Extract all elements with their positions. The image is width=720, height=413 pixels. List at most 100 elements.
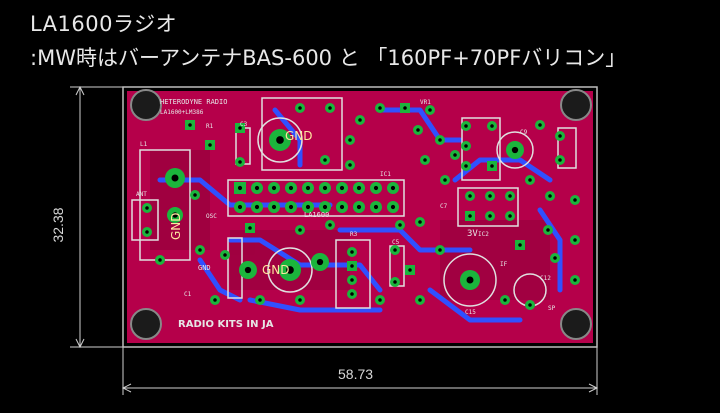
- drill-hole: [198, 248, 202, 252]
- drill-hole: [339, 185, 345, 191]
- drill-hole: [316, 258, 324, 266]
- drill-hole: [171, 174, 179, 182]
- drill-hole: [286, 266, 294, 274]
- drill-hole: [238, 126, 242, 130]
- drill-hole: [172, 212, 178, 218]
- drill-hole: [350, 278, 354, 282]
- drill-hole: [403, 106, 407, 110]
- drill-hole: [328, 106, 332, 110]
- part-label: ANT: [136, 191, 147, 198]
- drill-hole: [276, 136, 284, 144]
- drill-hole: [390, 185, 396, 191]
- drill-hole: [423, 158, 427, 162]
- drill-hole: [254, 185, 260, 191]
- drill-hole: [358, 118, 362, 122]
- part-label: VR1: [420, 99, 431, 106]
- drill-hole: [208, 143, 212, 147]
- drill-hole: [237, 185, 243, 191]
- drill-hole: [511, 146, 519, 154]
- drill-hole: [490, 164, 494, 168]
- drill-hole: [558, 134, 562, 138]
- part-label: R3: [350, 231, 358, 238]
- drill-hole: [193, 193, 197, 197]
- drill-hole: [558, 158, 562, 162]
- drill-hole: [271, 185, 277, 191]
- drill-hole: [356, 185, 362, 191]
- drill-hole: [223, 253, 227, 257]
- drill-hole: [438, 138, 442, 142]
- drill-hole: [238, 160, 242, 164]
- drill-hole: [518, 243, 522, 247]
- part-label: C7: [440, 203, 448, 210]
- board-subtitle-label: LA1600+LM386: [160, 109, 204, 116]
- drill-hole: [258, 298, 262, 302]
- drill-hole: [213, 298, 217, 302]
- drill-hole: [378, 298, 382, 302]
- drill-hole: [339, 204, 345, 210]
- drill-hole: [298, 106, 302, 110]
- part-label: C15: [465, 309, 476, 316]
- gnd-label-bottom: GND: [262, 263, 290, 277]
- part-label: C9: [520, 129, 528, 136]
- drill-hole: [468, 214, 472, 218]
- drill-hole: [350, 264, 354, 268]
- drill-hole: [158, 258, 162, 262]
- part-label: L1: [140, 141, 148, 148]
- silk-text: HETERODYNE RADIO LA1600+LM386 RADIO KITS…: [136, 98, 556, 330]
- drill-hole: [350, 250, 354, 254]
- board-title-label: HETERODYNE RADIO: [160, 98, 227, 106]
- pads-group: [142, 103, 580, 310]
- drill-hole: [488, 214, 492, 218]
- drill-hole: [237, 204, 243, 210]
- drill-hole: [298, 298, 302, 302]
- part-label: C3: [240, 121, 248, 128]
- drill-hole: [298, 228, 302, 232]
- chip-label: LA1600: [304, 211, 329, 219]
- drill-hole: [546, 228, 550, 232]
- drill-hole: [145, 206, 149, 210]
- drill-hole: [244, 266, 252, 274]
- pcb-outline: [122, 86, 598, 348]
- drill-hole: [254, 204, 260, 210]
- height-dimension-label: 32.38: [50, 207, 66, 243]
- drill-hole: [418, 220, 422, 224]
- drill-hole: [328, 223, 332, 227]
- drill-hole: [453, 153, 457, 157]
- drill-hole: [438, 248, 442, 252]
- dimension-lines: [70, 85, 599, 395]
- drill-hole: [393, 248, 397, 252]
- gnd-label-top: GND: [285, 129, 313, 143]
- drill-hole: [356, 204, 362, 210]
- part-label: C5: [392, 239, 400, 246]
- drill-hole: [398, 223, 402, 227]
- mounting-hole: [130, 89, 162, 121]
- drill-hole: [548, 194, 552, 198]
- drill-hole: [323, 158, 327, 162]
- drill-hole: [373, 185, 379, 191]
- drill-hole: [528, 303, 532, 307]
- drill-hole: [464, 164, 468, 168]
- drill-hole: [573, 278, 577, 282]
- page-title: LA1600ラジオ: [30, 12, 178, 36]
- drill-hole: [322, 204, 328, 210]
- width-dimension-label: 58.73: [338, 366, 374, 382]
- drill-hole: [348, 163, 352, 167]
- drill-hole: [373, 204, 379, 210]
- drill-hole: [145, 230, 149, 234]
- voltage-label: 3V: [467, 229, 478, 239]
- drill-hole: [573, 238, 577, 242]
- drill-hole: [390, 204, 396, 210]
- mounting-hole: [130, 308, 162, 340]
- drill-hole: [443, 178, 447, 182]
- part-label: IF: [500, 261, 508, 268]
- drill-hole: [188, 123, 192, 127]
- drill-hole: [464, 144, 468, 148]
- mounting-hole: [560, 89, 592, 121]
- gnd-label-side: GND: [169, 212, 183, 240]
- drill-hole: [538, 123, 542, 127]
- part-label: IC1: [380, 171, 391, 178]
- drill-hole: [418, 298, 422, 302]
- gnd-small-label: GND: [198, 264, 211, 272]
- drill-hole: [378, 106, 382, 110]
